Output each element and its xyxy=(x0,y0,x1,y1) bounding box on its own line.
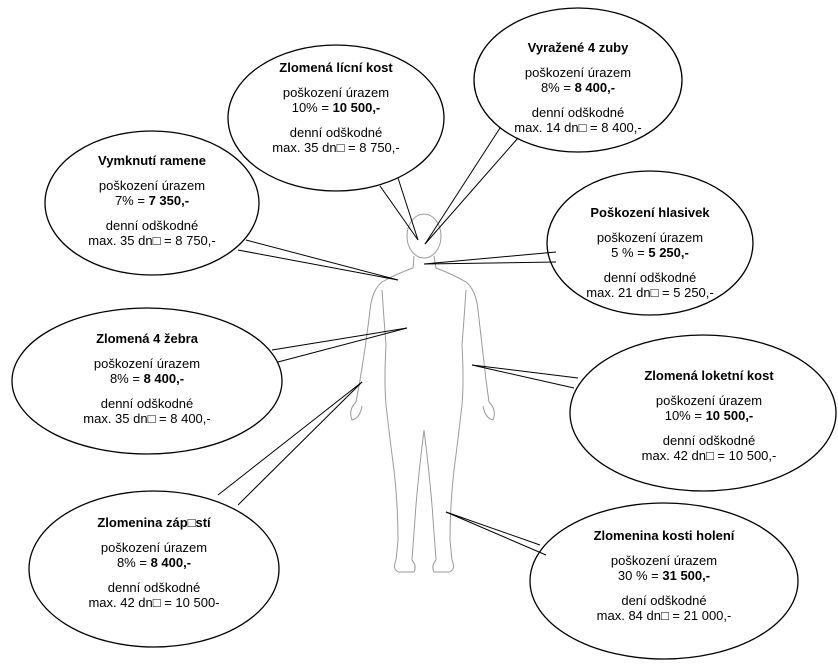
injury-title: Zlomenina kosti holení xyxy=(593,528,735,543)
daily-value: max. 35 dn□ = 8 750,- xyxy=(272,140,400,155)
damage-amount: 31 500,- xyxy=(662,568,711,583)
damage-percent: 5 % = xyxy=(611,245,649,260)
injury-cheekbone: Zlomená lícní kost poškození úrazem 10% … xyxy=(246,60,426,155)
bubble-shin xyxy=(529,502,799,660)
injury-title: Poškození hlasivek xyxy=(590,205,710,220)
daily-label: denní odškodné xyxy=(107,580,201,595)
injury-title: Zlomená 4 žebra xyxy=(96,331,198,346)
damage-percent: 10% = xyxy=(291,100,333,115)
pointer-cheekbone xyxy=(379,185,419,241)
daily-label: denní odškodné xyxy=(100,396,194,411)
pointer-teeth-2 xyxy=(424,137,519,245)
damage-label: poškození úrazem xyxy=(100,540,208,555)
damage-label: poškození úrazem xyxy=(93,356,201,371)
daily-label: denní odškodné xyxy=(289,125,383,140)
injury-title: Zlomená lícní kost xyxy=(279,60,393,75)
damage-label: poškození úrazem xyxy=(524,65,632,80)
daily-value: max. 35 dn□ = 8 750,- xyxy=(88,233,216,248)
injury-title: Vyražené 4 zuby xyxy=(527,40,629,55)
pointer-wrist xyxy=(217,381,363,496)
daily-value: max. 84 dn□ = 21 000,- xyxy=(596,608,732,623)
damage-amount: 5 250,- xyxy=(648,245,689,260)
damage-amount: 8 400,- xyxy=(143,371,185,386)
injury-vocal-cords: Poškození hlasivek poškození úrazem 5 % … xyxy=(560,205,740,300)
injury-ulna: Zlomená loketní kost poškození úrazem 10… xyxy=(614,368,804,463)
bubble-ulna xyxy=(569,334,837,492)
daily-label: denní odškodné xyxy=(105,218,199,233)
pointer-vocal-cords xyxy=(423,251,557,265)
injury-teeth: Vyražené 4 zuby poškození úrazem 8% = 8 … xyxy=(488,40,668,135)
pointer-ribs xyxy=(271,327,408,351)
daily-label: denní odškodné xyxy=(531,105,625,120)
daily-label: dení odškodné xyxy=(621,593,707,608)
damage-label: poškození úrazem xyxy=(655,393,763,408)
damage-percent: 30 % = xyxy=(617,568,663,583)
damage-amount: 10 500,- xyxy=(332,100,381,115)
damage-amount: 7 350,- xyxy=(148,193,190,208)
pointer-wrist-2 xyxy=(237,381,363,506)
damage-amount: 10 500,- xyxy=(705,408,754,423)
bubble-ribs xyxy=(11,307,283,455)
injury-title: Vymknutí ramene xyxy=(98,153,206,168)
injury-ribs: Zlomená 4 žebra poškození úrazem 8% = 8 … xyxy=(62,331,232,426)
daily-value: max. 42 dn□ = 10 500- xyxy=(88,595,220,610)
injury-wrist: Zlomenina záp□stí poškození úrazem 8% = … xyxy=(64,515,244,610)
bubble-wrist xyxy=(28,490,280,648)
damage-percent: 7% = xyxy=(114,193,149,208)
injury-title: Zlomenina záp□stí xyxy=(97,515,211,530)
damage-percent: 10% = xyxy=(664,408,706,423)
damage-percent: 8% = xyxy=(109,371,144,386)
daily-value: max. 21 dn□ = 5 250,- xyxy=(586,285,714,300)
bubble-ellipses xyxy=(11,7,837,660)
pointer-ulna xyxy=(471,364,579,379)
damage-label: poškození úrazem xyxy=(610,553,718,568)
bubble-teeth xyxy=(473,7,683,153)
daily-value: max. 42 dn□ = 10 500,- xyxy=(641,448,777,463)
damage-percent: 8% = xyxy=(116,555,151,570)
injury-shoulder: Vymknutí ramene poškození úrazem 7% = 7 … xyxy=(62,153,242,248)
damage-label: poškození úrazem xyxy=(282,85,390,100)
pointer-vocal-cords-2 xyxy=(423,261,557,265)
pointer-ribs-2 xyxy=(277,327,408,363)
injury-shin: Zlomenina kosti holení poškození úrazem … xyxy=(564,528,764,623)
daily-label: denní odškodné xyxy=(662,433,756,448)
damage-label: poškození úrazem xyxy=(98,178,206,193)
damage-label: poškození úrazem xyxy=(596,230,704,245)
pointer-shoulder xyxy=(237,249,399,281)
daily-value: max. 35 dn□ = 8 400,- xyxy=(83,411,211,426)
pointer-lines xyxy=(217,127,579,556)
pointer-shin xyxy=(445,511,541,546)
bubble-vocal-cords xyxy=(546,170,754,316)
pointer-cheekbone-2 xyxy=(397,177,419,241)
damage-percent: 8% = xyxy=(540,80,575,95)
daily-value: max. 14 dn□ = 8 400,- xyxy=(514,120,642,135)
injury-title: Zlomená loketní kost xyxy=(644,368,774,383)
bubble-cheekbone xyxy=(227,44,445,192)
pointer-teeth xyxy=(424,127,501,245)
bubble-shoulder xyxy=(44,130,260,276)
pointer-ulna-2 xyxy=(471,364,575,389)
daily-label: denní odškodné xyxy=(603,270,697,285)
pointer-shin-2 xyxy=(445,511,547,556)
pointer-shoulder-2 xyxy=(245,239,399,281)
damage-amount: 8 400,- xyxy=(150,555,192,570)
damage-amount: 8 400,- xyxy=(574,80,616,95)
human-body-outline xyxy=(350,213,495,573)
